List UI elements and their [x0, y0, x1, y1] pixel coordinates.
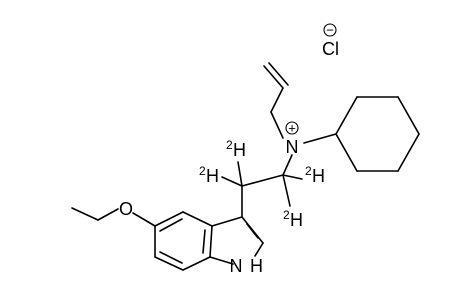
deuterium-label-upper-left: 2 H [226, 138, 246, 160]
bond [209, 256, 234, 265]
deuterium-label-right: 2 H [305, 164, 325, 186]
ethylene-bridge [221, 161, 303, 218]
oxygen-label: O [119, 199, 133, 219]
bond-to-deuterium [282, 174, 303, 180]
indole-hydrogen-label: H [250, 256, 263, 276]
bond [282, 154, 293, 176]
isotope-mass: 2 [283, 208, 290, 222]
double-bond-line [159, 218, 183, 232]
ethoxy-group [71, 207, 156, 227]
isotope-mass: 2 [226, 138, 233, 152]
bond [335, 96, 358, 135]
positive-charge-sign: + [288, 121, 296, 136]
bond [211, 216, 243, 227]
double-bond-line [246, 223, 259, 239]
deuterium-label-lower-left: 2 H [199, 164, 219, 186]
allyl-group [263, 62, 289, 139]
isotope-mass: 2 [199, 164, 206, 178]
double-bond-line [268, 62, 289, 86]
bond [270, 87, 284, 113]
bond [97, 208, 119, 221]
bond-to-deuterium [282, 174, 291, 207]
bond-to-deuterium [237, 161, 243, 187]
benzene-ring [154, 211, 213, 271]
bond [182, 211, 213, 227]
bond [209, 225, 213, 258]
deuterium-symbol: H [290, 210, 303, 230]
bond [263, 65, 284, 89]
amine-bonds [282, 133, 337, 176]
bond [132, 212, 156, 227]
bond [71, 207, 99, 221]
pyrrole-ring [209, 216, 264, 265]
deuterium-symbol: H [206, 166, 219, 186]
bond [303, 133, 337, 144]
bond-to-deuterium [221, 176, 243, 187]
atom-labels: O N + N H 2 H 2 H 2 H 2 H Cl − [119, 23, 339, 277]
cyclohexyl-ring [335, 96, 420, 172]
ammonium-nitrogen-label: N [286, 137, 299, 157]
bond [154, 256, 184, 271]
bond [397, 96, 420, 135]
bond [397, 133, 420, 172]
chloride-label: Cl [322, 39, 339, 59]
deuterium-symbol: H [233, 140, 246, 160]
bond [182, 256, 211, 271]
negative-charge-icon [323, 23, 337, 37]
isotope-mass: 2 [305, 164, 312, 178]
indole-nitrogen-label: N [230, 256, 243, 276]
negative-charge-sign: − [326, 23, 334, 38]
bond [335, 133, 358, 172]
bond [254, 242, 264, 257]
double-bond-line [159, 251, 183, 264]
bond [241, 174, 284, 187]
double-bond-line [202, 229, 206, 254]
positive-charge-icon [285, 121, 299, 135]
bond [154, 211, 184, 227]
deuterium-symbol: H [312, 166, 325, 186]
bond [270, 111, 284, 139]
deuterium-label-lower: 2 H [283, 208, 303, 230]
